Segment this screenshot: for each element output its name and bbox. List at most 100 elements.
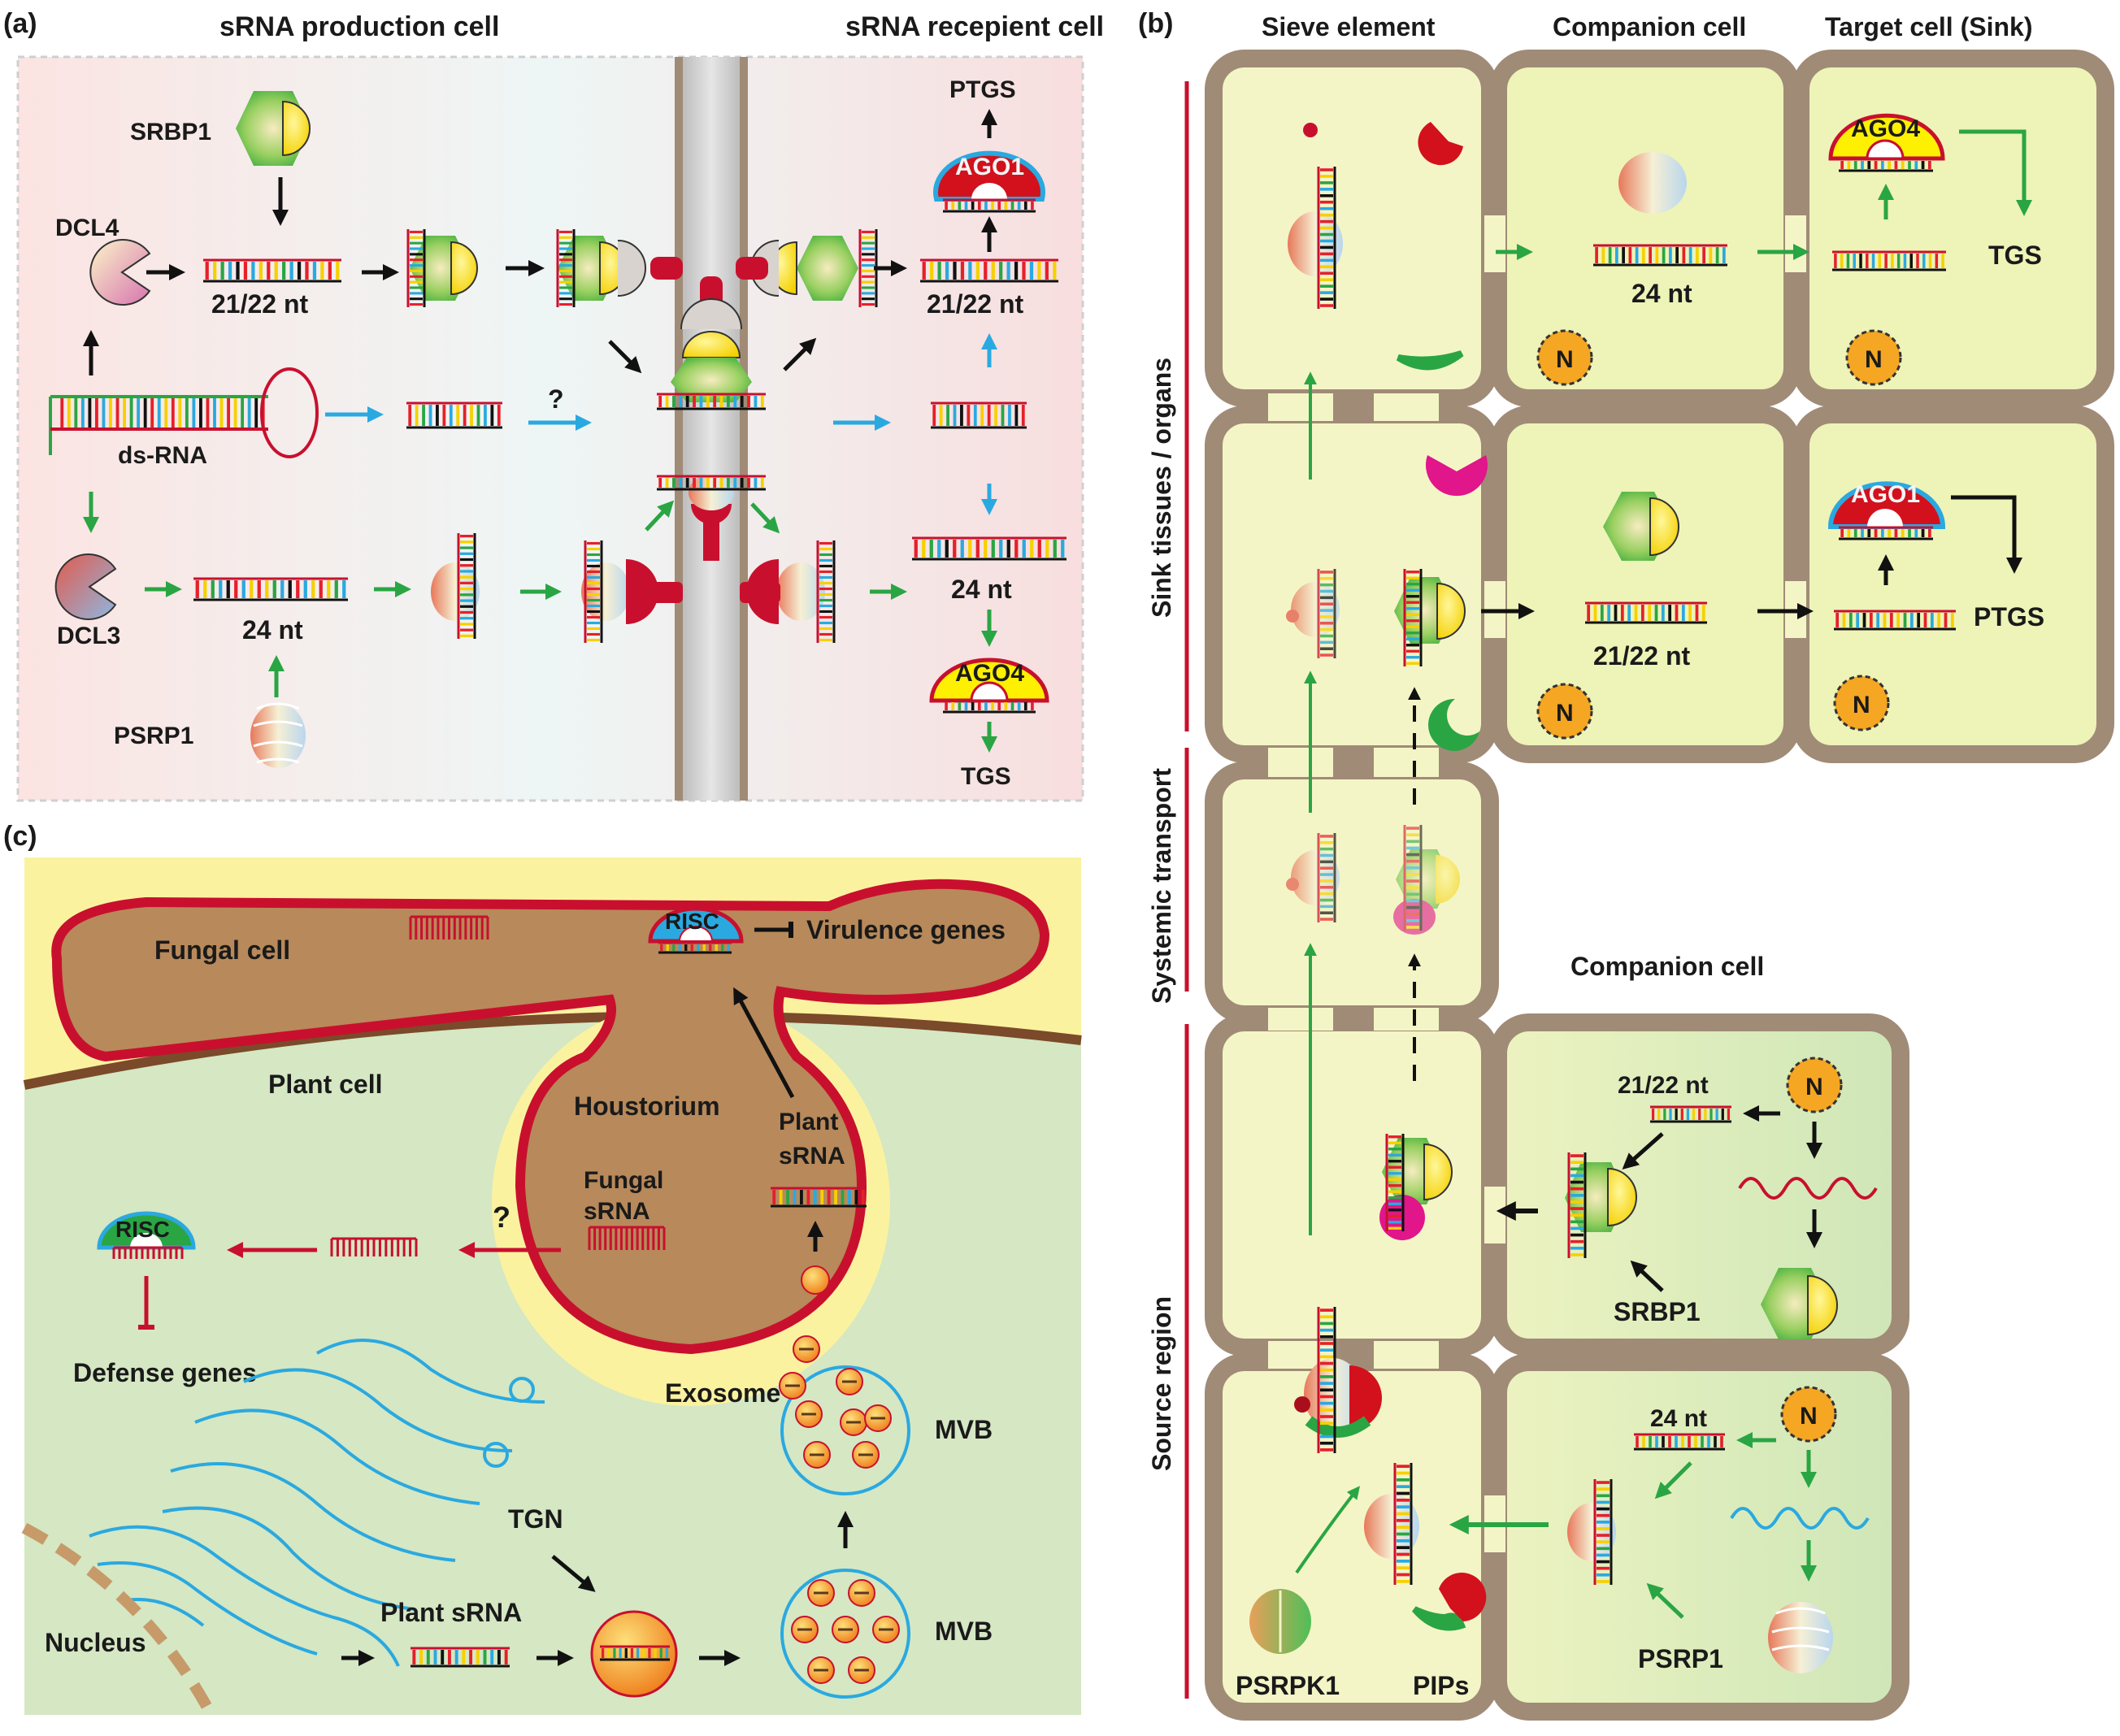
small-red-dot-icon xyxy=(1303,123,1318,137)
arrow-24-to-complex xyxy=(1654,1461,1692,1499)
psrp-companion-sink-icon xyxy=(1618,152,1687,214)
side-label-sink: Sink tissues / organs xyxy=(1147,358,1176,618)
nucleus-source1-label: N xyxy=(1805,1074,1823,1100)
mvb-bottom-icon xyxy=(780,1569,910,1699)
plant-cell-membrane xyxy=(23,1011,1082,1090)
arrow-diag-down xyxy=(608,340,642,374)
ago4-label-a: AGO4 xyxy=(955,660,1024,687)
plasmodesma-channel xyxy=(683,57,740,801)
nucleus-envelope xyxy=(21,1522,217,1718)
mvb-top-vesicles xyxy=(795,1368,892,1469)
exosome-label: Exosome xyxy=(665,1378,780,1408)
ago4-complex-icon xyxy=(929,658,1049,714)
channel-complex-center-icon xyxy=(657,276,766,410)
defense-label: Defense genes xyxy=(73,1358,257,1387)
fungal-srna-top-icon xyxy=(409,915,489,940)
mrna-red-wave-icon xyxy=(1738,1177,1878,1200)
psrp-channel-right-icon xyxy=(740,540,836,643)
risc-left-label: RISC xyxy=(115,1217,170,1242)
risc-top-icon xyxy=(648,906,744,954)
pips-protein-icon xyxy=(1411,1573,1487,1631)
plant-cell-label: Plant cell xyxy=(268,1070,383,1099)
tgn-label: TGN xyxy=(508,1504,563,1534)
srna-duplex-24-sink xyxy=(1593,244,1727,267)
risc-top-label: RISC xyxy=(665,909,719,934)
ago1-complex-b-icon xyxy=(1827,481,1946,540)
srbp1-srna-complex-icon xyxy=(406,229,478,307)
cell-target-sink-1 xyxy=(1792,50,2114,407)
arrow-green-diag-down xyxy=(750,502,780,534)
psrp-srna-source2-icon xyxy=(1364,1463,1419,1585)
psrp1-srna-complex-icon xyxy=(431,533,480,639)
nucleus-sink1-target-label: N xyxy=(1865,346,1883,373)
psrp-channel-top-icon xyxy=(657,475,766,561)
srna-duplex-target-24 xyxy=(1832,250,1946,271)
psrp-srna-sieve-sink-icon xyxy=(1288,167,1343,309)
panel-b-label: (b) xyxy=(1138,8,1173,39)
psrp1-label-a: PSRP1 xyxy=(114,723,193,749)
mvb-top-icon xyxy=(780,1365,910,1495)
srna-duplex-2122-right xyxy=(920,258,1058,283)
nucleus-label-c: Nucleus xyxy=(45,1628,146,1657)
srna-duplex-2122-source xyxy=(1650,1105,1731,1123)
panel-c: (c) Fungal cell RISC Virulence genes Pla… xyxy=(3,821,1082,1718)
panel-a: (a) sRNA production cell sRNA recepient … xyxy=(3,8,1104,802)
srbp1-protein-icon xyxy=(236,91,311,166)
panel-a-label: (a) xyxy=(3,8,37,39)
col-sieve-label: Sieve element xyxy=(1262,12,1436,41)
srna-duplex-2122-sink xyxy=(1585,601,1707,624)
psrpk1-label: PSRPK1 xyxy=(1236,1671,1340,1700)
side-label-transport: Systemic transport xyxy=(1147,768,1176,1004)
nt2122-left-label: 21/22 nt xyxy=(211,289,309,319)
dsrna-fragment-right xyxy=(931,401,1027,429)
panel-b: (b) Sieve element Companion cell Target … xyxy=(1138,8,2114,1721)
srbp1-sieve-sink2-icon xyxy=(1394,569,1466,666)
houstorium-label: Houstorium xyxy=(574,1092,720,1121)
ago4-complex-b-icon xyxy=(1828,113,1945,172)
ptgs-label-a: PTGS xyxy=(949,76,1016,103)
side-label-source: Source region xyxy=(1147,1296,1176,1471)
vesicle-haustorium-icon xyxy=(801,1265,830,1295)
mvb-bottom-vesicles xyxy=(791,1579,900,1684)
srna-duplex-24-right xyxy=(912,536,1067,561)
ago1-complex-icon xyxy=(933,150,1045,213)
arrow-psrpk-curve xyxy=(1295,1486,1360,1574)
nucleus-source2 xyxy=(1780,1386,1837,1443)
nucleus-sink2-companion xyxy=(1536,683,1593,740)
nucleus-sink2-companion-label: N xyxy=(1556,700,1574,727)
fungal-srna-label-1: Fungal xyxy=(584,1167,663,1194)
channel-complex-exiting-icon xyxy=(736,229,878,307)
srbp1-companion-sink2-icon xyxy=(1603,492,1679,561)
exosome-vesicles xyxy=(779,1335,820,1400)
ptgs-label-b: PTGS xyxy=(1974,602,2044,631)
fungal-srna-label-2: sRNA xyxy=(584,1198,650,1225)
col-companion-label: Companion cell xyxy=(1553,12,1746,41)
arrow-tgn-to-vesicle xyxy=(551,1555,596,1592)
nucleus-sink1-companion-label: N xyxy=(1556,346,1574,373)
nt2122-source-label: 21/22 nt xyxy=(1618,1072,1709,1099)
question-c: ? xyxy=(493,1200,510,1234)
srbp1-label-b: SRBP1 xyxy=(1614,1297,1701,1326)
srna-duplex-2122-left xyxy=(203,258,341,283)
mvb-bottom-label: MVB xyxy=(935,1617,993,1646)
arrow-ago4-to-tgs-b xyxy=(1959,129,2032,216)
psrp-faded-transport-icon xyxy=(1286,833,1340,922)
arrow-ago1-to-ptgs-b xyxy=(1951,495,2022,574)
ago1-label-b: AGO1 xyxy=(1851,481,1920,508)
nucleus-sink1-companion xyxy=(1536,329,1593,386)
srna-duplex-target-2122 xyxy=(1834,610,1956,631)
nt24-right-label: 24 nt xyxy=(951,575,1012,604)
arrow-srbp1-to-complex xyxy=(1630,1260,1664,1292)
arrow-psrp1-to-complex xyxy=(1646,1582,1684,1619)
col-target-label: Target cell (Sink) xyxy=(1825,12,2032,41)
panel-a-header-right: sRNA recepient cell xyxy=(845,11,1104,42)
arrow-diag-up xyxy=(783,337,817,371)
green-crescent-2-icon xyxy=(1428,698,1479,751)
psrp1-label-b: PSRP1 xyxy=(1638,1644,1723,1673)
mvb-top-label: MVB xyxy=(935,1415,993,1444)
pip-magenta-icon xyxy=(1426,455,1488,497)
nt24-source-label: 24 nt xyxy=(1650,1405,1707,1432)
ago1-label: AGO1 xyxy=(955,154,1024,180)
nt24-left-label: 24 nt xyxy=(242,615,303,644)
